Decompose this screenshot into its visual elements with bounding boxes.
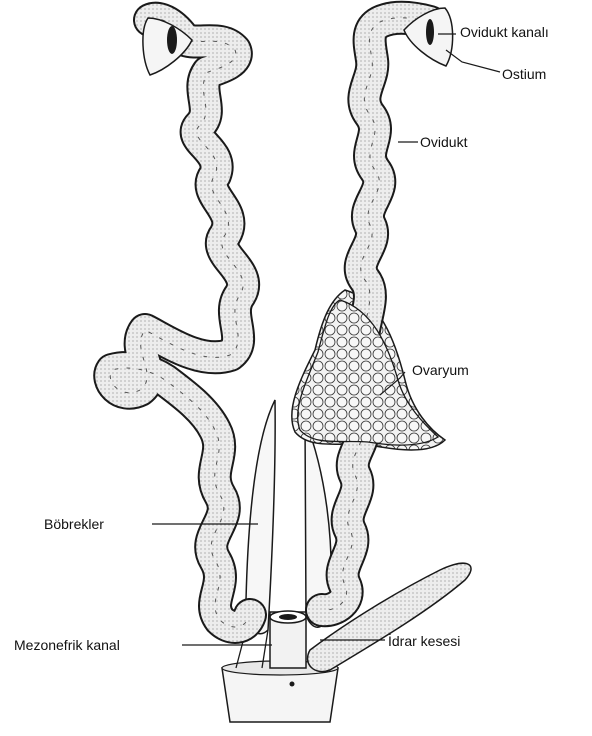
label-ovaryum: Ovaryum bbox=[412, 362, 469, 378]
label-ostium: Ostium bbox=[502, 66, 546, 82]
label-ovidukt-kanali: Ovidukt kanalı bbox=[460, 24, 549, 40]
label-bobrekler: Böbrekler bbox=[44, 516, 104, 532]
label-mezonefrik-kanal: Mezonefrik kanal bbox=[14, 637, 120, 653]
left-oviduct bbox=[110, 19, 250, 627]
label-idrar-kesesi: İdrar kesesi bbox=[388, 633, 460, 649]
label-ovidukt: Ovidukt bbox=[420, 134, 467, 150]
